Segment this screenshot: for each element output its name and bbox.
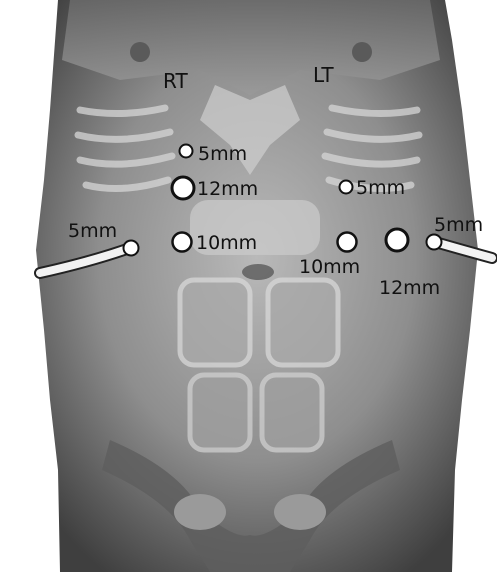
pelvic-opening-left xyxy=(274,494,326,530)
left-side-label: LT xyxy=(313,63,334,87)
port-size-label: 5mm xyxy=(356,177,405,199)
port-12mm-left xyxy=(386,229,408,251)
port-size-label: 12mm xyxy=(197,178,258,200)
port-size-label: 5mm xyxy=(198,143,247,165)
port-size-label: 12mm xyxy=(379,277,440,299)
port-5mm-left-upper xyxy=(340,181,353,194)
port-size-label: 10mm xyxy=(299,256,360,278)
port-size-label: 5mm xyxy=(434,214,483,236)
right-nipple xyxy=(130,42,150,62)
port-10mm-left xyxy=(338,233,357,252)
right-side-label: RT xyxy=(163,69,188,93)
port-12mm-right-upper xyxy=(172,177,194,199)
port-10mm-right xyxy=(173,233,192,252)
port-size-label: 10mm xyxy=(196,232,257,254)
left-nipple xyxy=(352,42,372,62)
port-5mm-upper-midline xyxy=(180,145,193,158)
port-5mm-left-lateral xyxy=(427,235,442,250)
port-size-label: 5mm xyxy=(68,220,117,242)
pelvic-opening-right xyxy=(174,494,226,530)
port-5mm-right-lateral xyxy=(124,241,139,256)
